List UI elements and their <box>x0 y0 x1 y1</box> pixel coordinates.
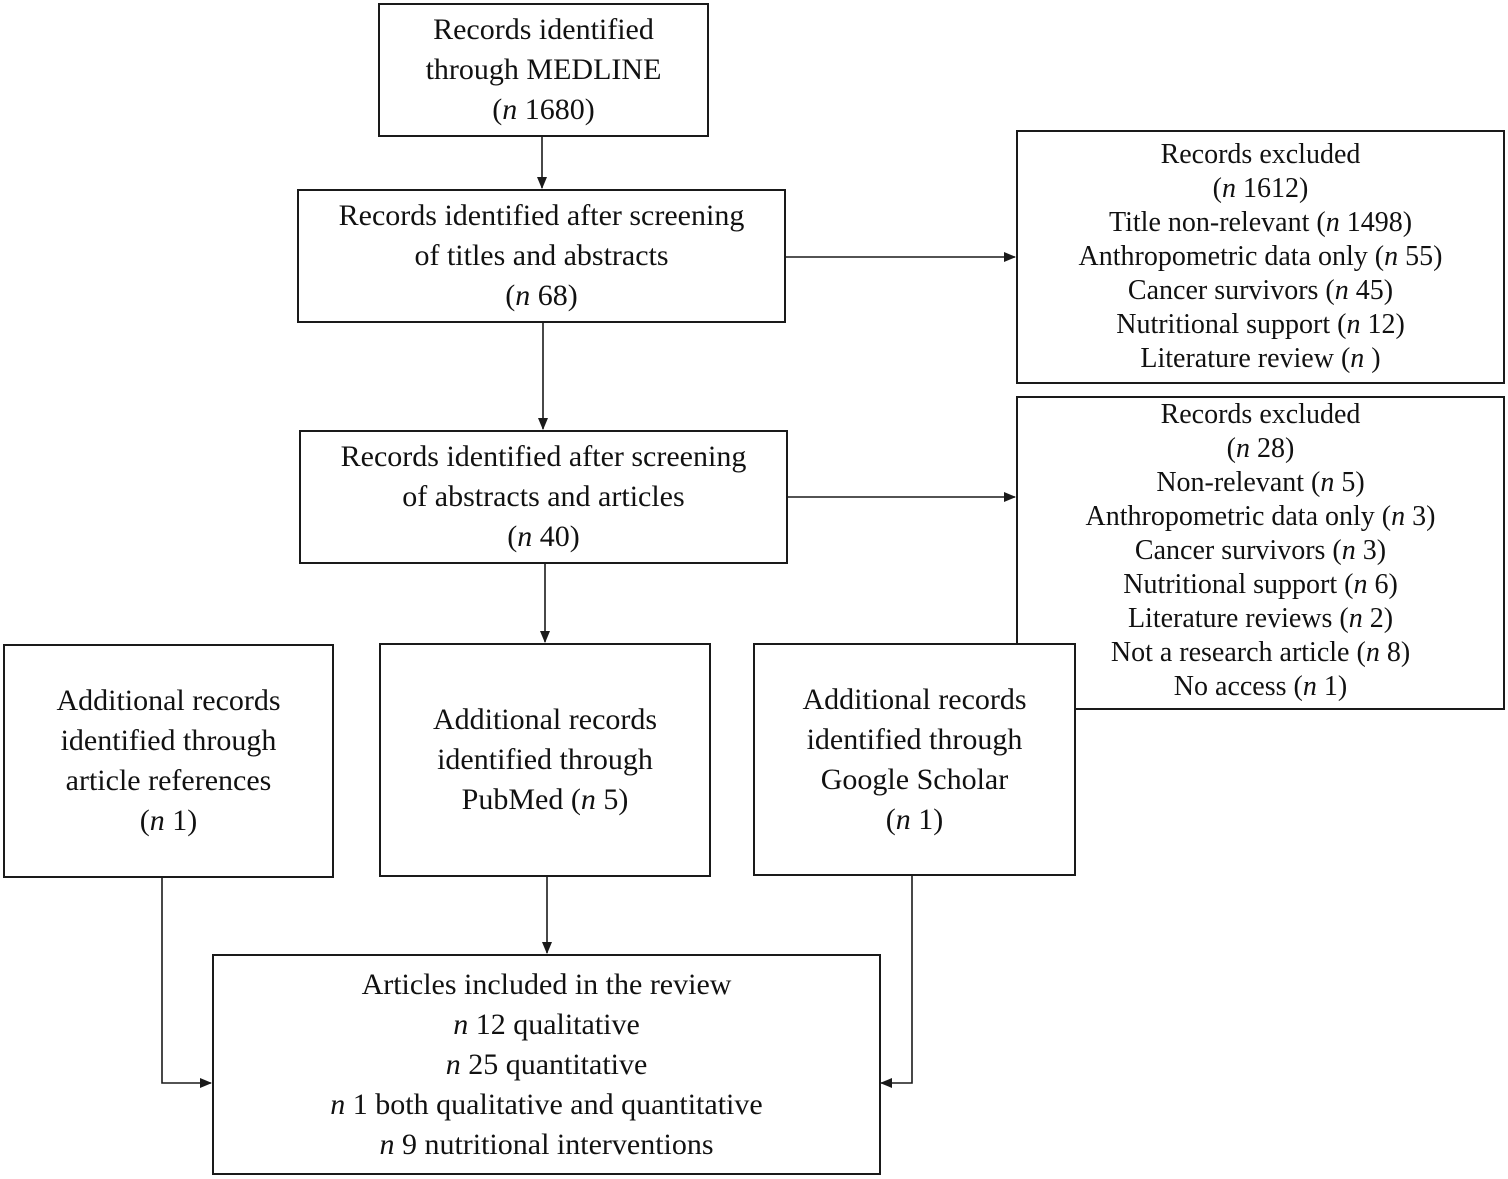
excluded-1-item: Literature review (n ) <box>1140 343 1381 374</box>
box-included: Articles included in the review n 12 qua… <box>212 954 881 1175</box>
arrow-scholar-to-included <box>880 876 913 1088</box>
box-medline-count: (n 1680) <box>492 93 595 126</box>
excluded-1-item: Cancer survivors (n 45) <box>1127 275 1394 306</box>
box-scholar: Additional records identified through Go… <box>753 643 1076 876</box>
included-item: n 9 nutritional interventions <box>379 1127 714 1161</box>
box-screen-titles-line-1: Records identified after screening <box>338 199 745 232</box>
excluded-2-item: Non-relevant (n 5) <box>1156 467 1365 498</box>
box-scholar-count: (n 1) <box>885 802 944 836</box>
included-item: n 25 quantitative <box>445 1047 648 1081</box>
box-pubmed-line-2: identified through <box>437 743 653 776</box>
box-scholar-line-2: identified through <box>806 722 1023 756</box>
excluded-2-count: (n 28) <box>1226 433 1295 464</box>
box-pubmed: Additional records identified through Pu… <box>379 643 711 877</box>
excluded-1-item: Title non-relevant (n 1498) <box>1108 207 1413 238</box>
box-refs-count: (n 1) <box>139 804 198 837</box>
box-scholar-line-1: Additional records <box>802 682 1027 716</box>
box-screen-titles-line-2: of titles and abstracts <box>414 239 669 272</box>
included-item: n 1 both qualitative and quantitative <box>330 1087 763 1121</box>
box-pubmed-line-3: PubMed (n 5) <box>461 783 629 816</box>
box-refs-line-1: Additional records <box>56 684 281 717</box>
box-screen-titles: Records identified after screening of ti… <box>297 189 786 323</box>
box-medline: Records identified through MEDLINE (n 16… <box>378 3 709 137</box>
excluded-1-item: Nutritional support (n 12) <box>1116 309 1405 340</box>
box-scholar-line-3: Google Scholar <box>820 762 1009 796</box>
box-screen-articles: Records identified after screening of ab… <box>299 430 788 564</box>
box-screen-articles-line-2: of abstracts and articles <box>402 480 685 513</box>
box-refs-line-3: article references <box>65 764 272 797</box>
included-title: Articles included in the review <box>361 967 732 1001</box>
box-refs: Additional records identified through ar… <box>3 644 334 878</box>
excluded-2-item: Literature reviews (n 2) <box>1127 603 1394 634</box>
excluded-2-title: Records excluded <box>1160 399 1361 430</box>
excluded-1-item: Anthropometric data only (n 55) <box>1078 241 1443 272</box>
excluded-2-item: No access (n 1) <box>1173 671 1348 702</box>
box-pubmed-line-1: Additional records <box>432 703 658 736</box>
box-screen-articles-line-1: Records identified after screening <box>340 440 747 473</box>
box-excluded-1: Records excluded (n 1612) Title non-rele… <box>1016 130 1505 384</box>
excluded-2-item: Anthropometric data only (n 3) <box>1085 501 1436 532</box>
excluded-2-item: Cancer survivors (n 3) <box>1134 535 1387 566</box>
box-screen-titles-count: (n 68) <box>505 279 578 312</box>
box-screen-articles-count: (n 40) <box>507 520 580 553</box>
excluded-2-item: Not a research article (n 8) <box>1110 637 1411 668</box>
arrow-refs-to-included <box>161 877 212 1088</box>
box-refs-line-2: identified through <box>60 724 277 757</box>
included-item: n 12 qualitative <box>453 1007 640 1041</box>
box-medline-line-2: through MEDLINE <box>425 53 662 86</box>
excluded-1-count: (n 1612) <box>1212 173 1309 204</box>
box-excluded-2: Records excluded (n 28) Non-relevant (n … <box>1016 396 1505 710</box>
box-medline-line-1: Records identified <box>433 13 654 46</box>
excluded-2-item: Nutritional support (n 6) <box>1123 569 1398 600</box>
excluded-1-title: Records excluded <box>1160 139 1361 170</box>
